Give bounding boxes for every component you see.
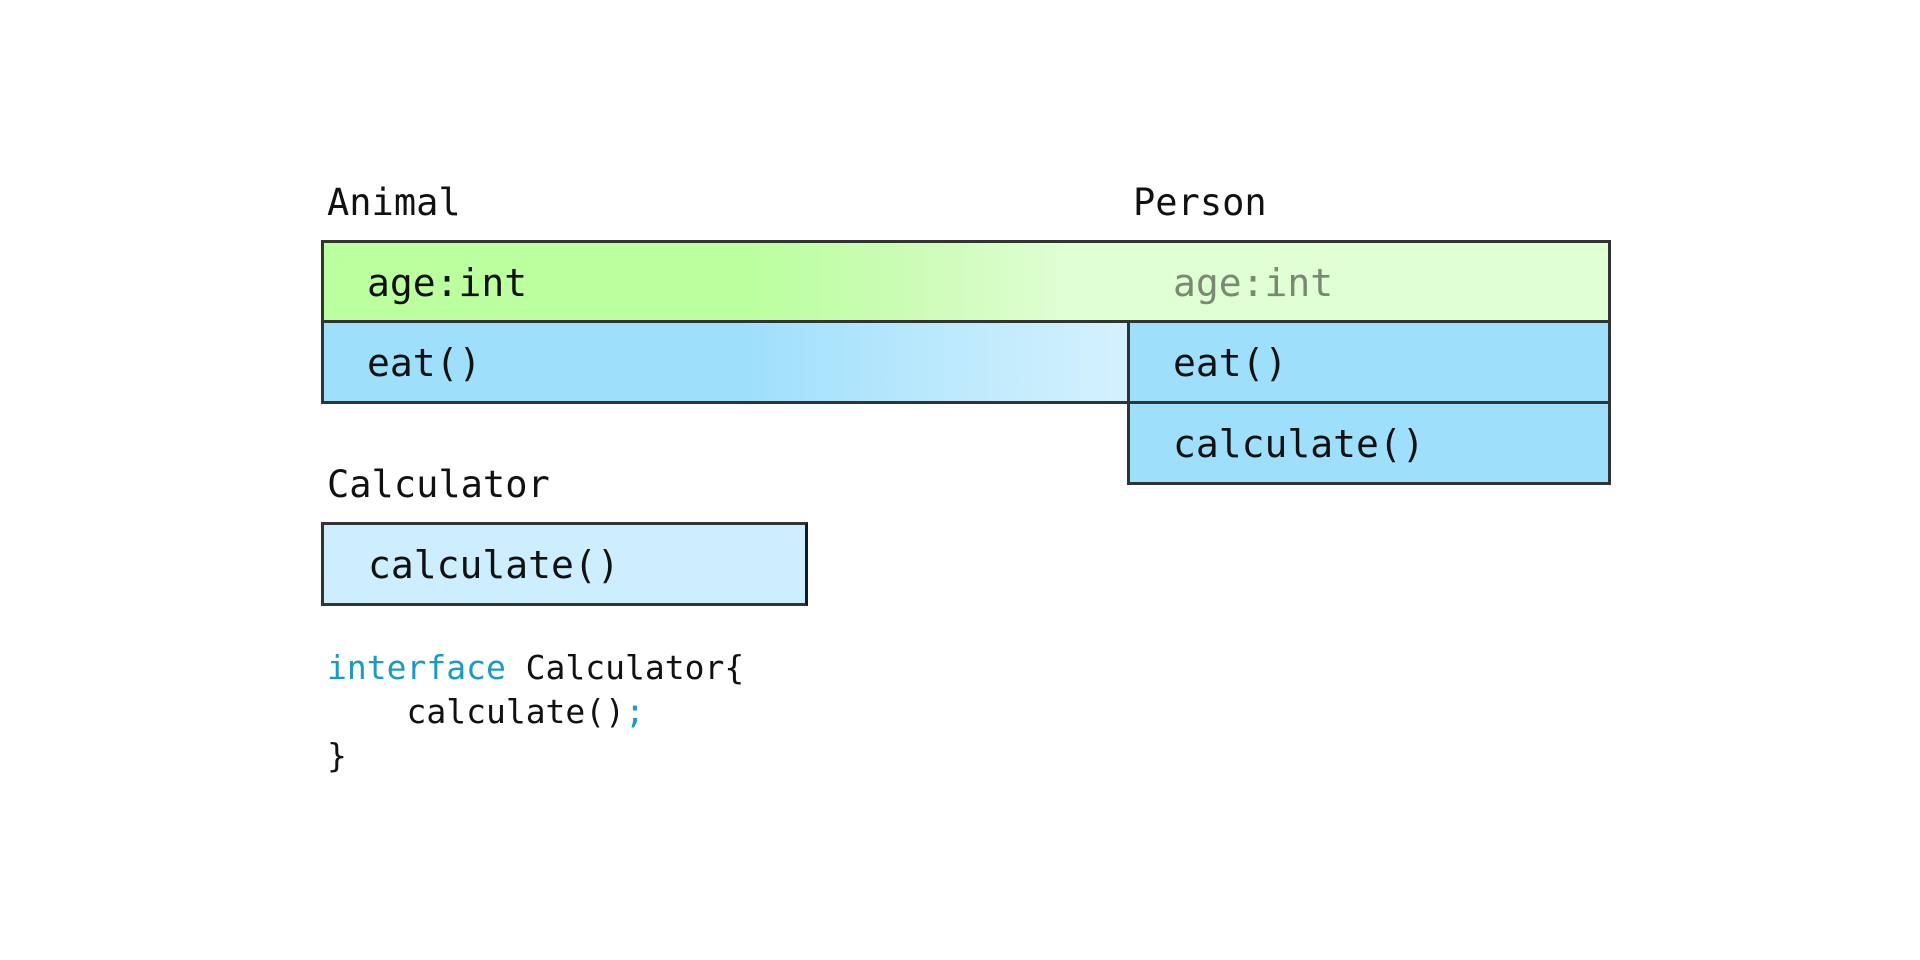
animal-eat-method: eat() xyxy=(367,341,482,385)
interface-keyword: interface xyxy=(327,648,506,687)
interface-code-line-2: calculate(); xyxy=(327,690,645,734)
person-calculate-row xyxy=(1127,401,1611,485)
person-eat-method: eat() xyxy=(1173,341,1288,385)
interface-name: Calculator{ xyxy=(505,648,745,687)
code-indent xyxy=(327,692,406,731)
calculator-calculate-method: calculate() xyxy=(368,543,620,587)
code-semicolon: ; xyxy=(625,692,645,731)
animal-age-field: age:int xyxy=(367,261,528,305)
person-class-title: Person xyxy=(1133,181,1267,224)
animal-class-title: Animal xyxy=(327,181,461,224)
person-calculate-method: calculate() xyxy=(1173,422,1425,466)
animal-eat-row xyxy=(321,320,1131,404)
code-method-call: calculate() xyxy=(406,692,626,731)
calculator-interface-title: Calculator xyxy=(327,463,550,506)
calculator-calculate-row xyxy=(321,522,808,606)
interface-code-line-3: } xyxy=(327,736,347,775)
interface-code-line-1: interface Calculator{ xyxy=(327,646,744,690)
person-inherited-age-field: age:int xyxy=(1173,261,1334,305)
